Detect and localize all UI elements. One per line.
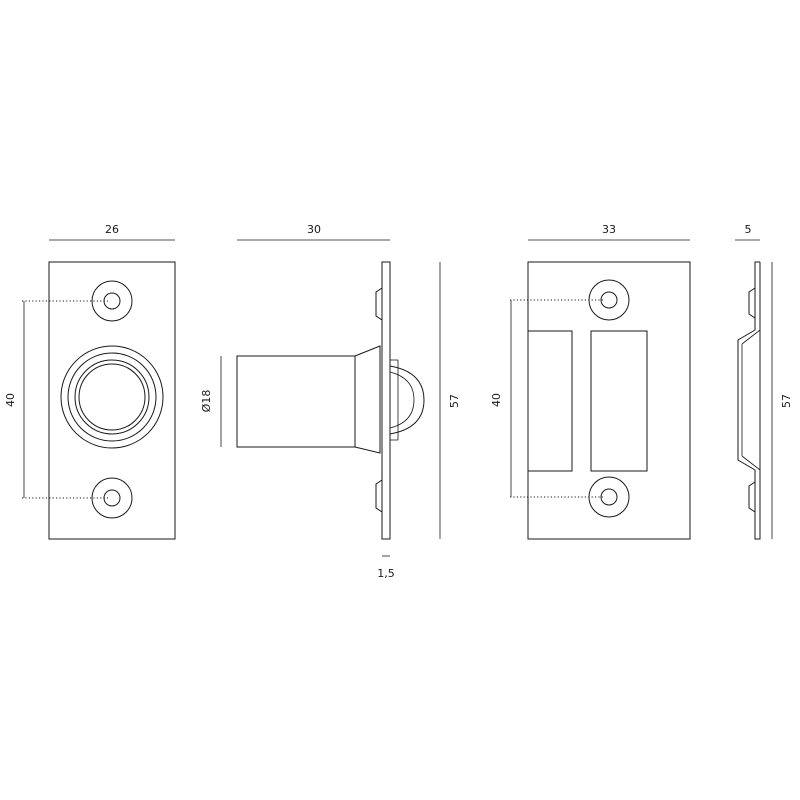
catch-front-top-screw-hole (91, 280, 133, 322)
dim-label-side-height: 57 (448, 394, 461, 408)
catch-side-flange (354, 345, 381, 454)
strike-front-view: 33 40 (490, 223, 691, 540)
strike-side-view: 5 57 (735, 223, 793, 540)
catch-side-barrel (236, 355, 356, 448)
catch-front-view: 26 40 (4, 223, 176, 540)
catch-front-bottom-screw-hole (91, 477, 133, 519)
catch-ball-outer-ring (60, 345, 164, 449)
catch-ball (78, 363, 146, 431)
dim-label-strike-depth: 5 (745, 223, 752, 236)
strike-front-plate (527, 261, 691, 540)
dim-label-front-hole-spacing: 40 (4, 393, 17, 407)
strike-left-slot (527, 330, 573, 472)
catch-side-plate (381, 261, 391, 540)
strike-right-slot (590, 330, 648, 472)
strike-side-profile (737, 261, 761, 540)
dim-label-strike-width: 33 (602, 223, 616, 236)
dim-label-side-diameter: Ø18 (200, 390, 213, 413)
dim-label-strike-height: 57 (780, 394, 793, 408)
dim-label-front-width: 26 (105, 223, 119, 236)
dim-label-side-length: 30 (307, 223, 321, 236)
dim-label-strike-hole-spacing: 40 (490, 393, 503, 407)
dim-label-side-plate-thickness: 1,5 (377, 567, 395, 580)
catch-front-plate (48, 261, 176, 540)
catch-side-view: 30 Ø18 57 1,5 (200, 223, 461, 580)
